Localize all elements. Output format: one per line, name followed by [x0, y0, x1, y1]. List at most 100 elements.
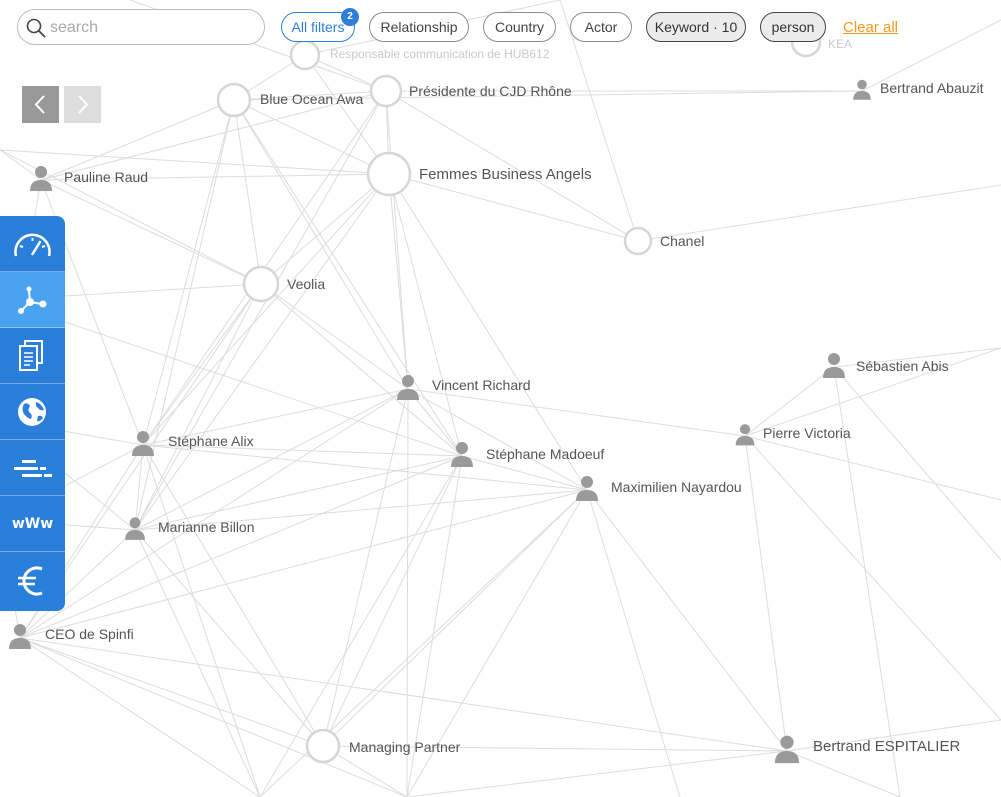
relationship-filter-chip[interactable]: Relationship	[369, 12, 469, 42]
country-filter-chip[interactable]: Country	[483, 12, 556, 42]
sidebar-item-finance[interactable]	[0, 552, 65, 611]
search-input[interactable]	[48, 15, 252, 41]
graph-edge	[134, 489, 588, 531]
organization-node-icon	[623, 226, 653, 256]
graph-node-label: Présidente du CJD Rhône	[409, 83, 572, 99]
person-icon	[397, 375, 419, 400]
graph-edge	[744, 366, 835, 437]
graph-edge	[19, 637, 788, 752]
person-icon	[576, 476, 598, 501]
globe-icon	[18, 398, 46, 426]
clear-all-link[interactable]: Clear all	[843, 19, 899, 36]
relationship-filter-label: Relationship	[380, 19, 458, 35]
actor-filter-label: Actor	[584, 19, 618, 35]
graph-edge	[637, 184, 1001, 242]
graph-edge	[406, 750, 788, 797]
graph-node-label: Managing Partner	[349, 739, 461, 755]
sidebar-item-dashboard[interactable]	[0, 216, 65, 272]
graph-nodes: Responsable communication de HUB612KEABl…	[9, 26, 984, 764]
graph-edge	[233, 90, 863, 101]
graph-node-hub612[interactable]: Responsable communication de HUB612	[289, 39, 550, 71]
all-filters-label: All filters	[291, 19, 345, 35]
graph-node-blueocean[interactable]: Blue Ocean Awa	[216, 82, 363, 118]
graph-node-abauzit[interactable]: Bertrand Abauzit	[853, 79, 984, 100]
sidebar-item-documents[interactable]	[0, 328, 65, 384]
prev-button[interactable]	[22, 86, 59, 123]
all-filters-button[interactable]: All filters 2	[281, 8, 359, 42]
graph-edge	[19, 388, 409, 639]
graph-edge	[134, 444, 144, 531]
graph-node-spinfi[interactable]: CEO de Spinfi	[9, 624, 134, 649]
graph-node-label: Maximilien Nayardou	[611, 479, 742, 495]
keyword-filter-chip[interactable]: Keyword · 10	[646, 12, 746, 42]
sidebar-item-web[interactable]: wWw	[0, 496, 65, 552]
graph-node-mpartner[interactable]: Managing Partner	[305, 728, 461, 764]
search-box[interactable]	[17, 9, 265, 45]
graph-edge	[385, 90, 409, 390]
graph-edge	[19, 529, 136, 639]
graph-edge	[0, 149, 390, 175]
graph-node-chanel[interactable]: Chanel	[623, 226, 704, 256]
graph-edge	[142, 388, 409, 446]
graph-edge	[134, 455, 463, 531]
actor-filter-chip[interactable]: Actor	[570, 12, 632, 42]
graph-edge	[744, 435, 1001, 501]
chevron-right-icon	[78, 95, 89, 114]
graph-edge	[142, 444, 588, 491]
graph-edge	[833, 366, 1001, 561]
next-button[interactable]	[64, 86, 101, 123]
graph-edge	[40, 179, 262, 285]
person-icon	[451, 442, 473, 467]
graph-edge	[40, 90, 387, 181]
filter-count-badge: 2	[341, 8, 359, 26]
sidebar-item-timeline[interactable]	[0, 440, 65, 496]
graph-edge	[134, 90, 387, 531]
graph-node-fba[interactable]: Femmes Business Angels	[366, 151, 592, 197]
graph-edge	[19, 637, 408, 797]
graph-node-nayardou[interactable]: Maximilien Nayardou	[576, 476, 742, 501]
graph-edge	[406, 455, 463, 797]
person-icon	[132, 431, 154, 456]
graph-edge	[0, 299, 463, 457]
graph-node-veolia[interactable]: Veolia	[242, 265, 325, 303]
graph-edge	[385, 90, 639, 242]
country-filter-label: Country	[494, 19, 545, 35]
graph-node-abis[interactable]: Sébastien Abis	[823, 353, 949, 378]
graph-node-label: Stéphane Alix	[168, 433, 254, 449]
graph-node-vrichard[interactable]: Vincent Richard	[397, 375, 531, 400]
sidebar-item-globe[interactable]	[0, 384, 65, 440]
graph-node-madoeuf[interactable]: Stéphane Madoeuf	[451, 442, 604, 467]
graph-node-alix[interactable]: Stéphane Alix	[132, 431, 254, 456]
graph-edge	[142, 444, 261, 797]
graph-edge	[134, 529, 261, 797]
graph-edge	[233, 90, 387, 101]
graph-edge	[233, 99, 390, 175]
person-icon	[774, 735, 800, 764]
graph-node-victoria[interactable]: Pierre Victoria	[735, 424, 851, 446]
graph-node-cjd[interactable]: Présidente du CJD Rhône	[369, 74, 572, 108]
graph-edge	[134, 283, 262, 531]
graph-edge	[322, 388, 409, 747]
graph-node-billon[interactable]: Marianne Billon	[125, 517, 255, 540]
network-graph-icon	[18, 286, 47, 314]
graph-node-label: Chanel	[660, 233, 704, 249]
graph-edge	[744, 435, 788, 752]
graph-edge	[233, 99, 463, 457]
graph-node-raud[interactable]: Pauline Raud	[30, 166, 148, 191]
graph-edge	[19, 489, 588, 639]
graph-node-label: Vincent Richard	[432, 377, 531, 393]
sidebar-item-network[interactable]	[0, 272, 65, 328]
organization-node-icon	[305, 728, 341, 764]
organization-node-icon	[242, 265, 280, 303]
graph-edge	[260, 283, 463, 457]
graph-edge	[233, 99, 262, 285]
graph-edge	[19, 455, 463, 639]
person-filter-chip[interactable]: person	[760, 12, 826, 42]
graph-node-espitalier[interactable]: Bertrand ESPITALIER	[774, 735, 961, 764]
documents-icon	[19, 340, 43, 371]
person-icon	[735, 424, 755, 446]
graph-edge	[559, 0, 639, 242]
graph-edge	[744, 347, 1001, 437]
